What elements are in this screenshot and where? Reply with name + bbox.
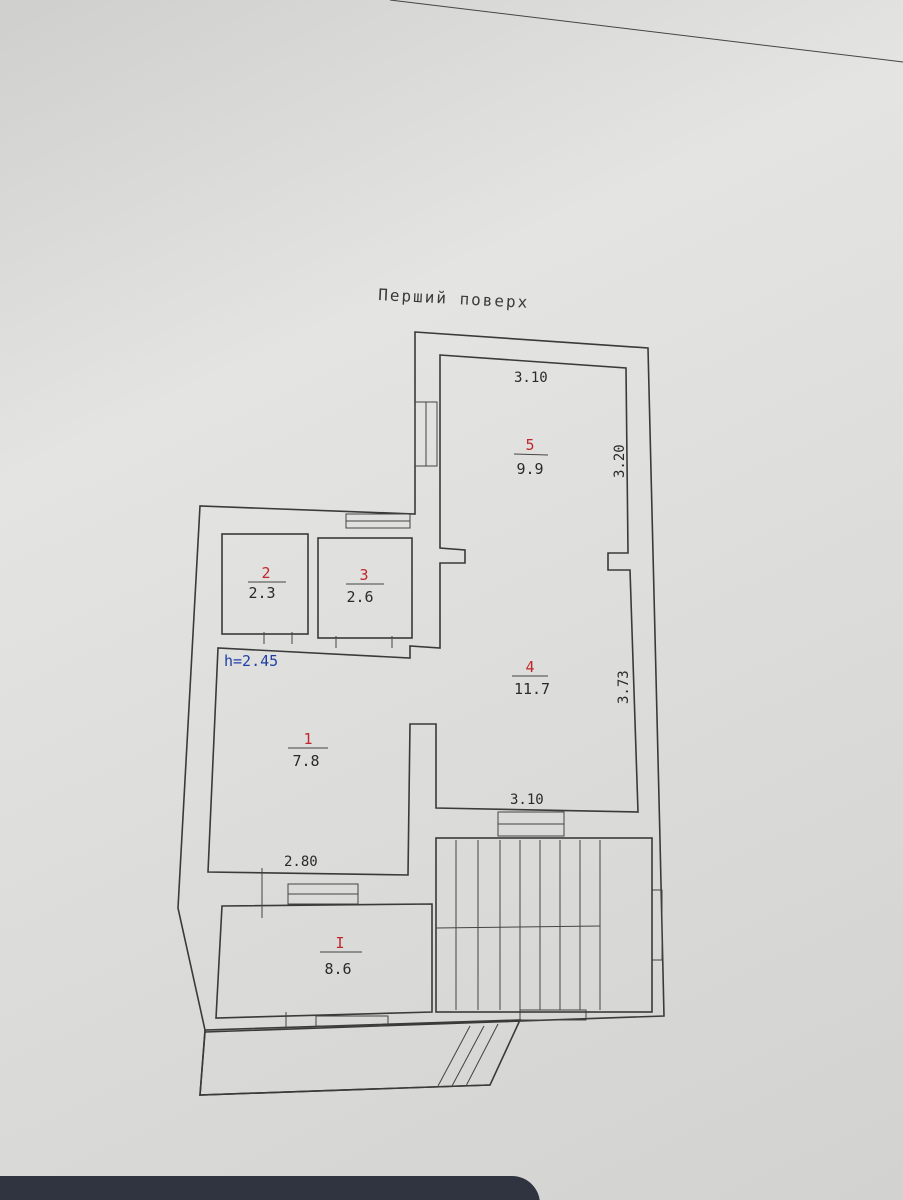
room-5-number: 5 [525,436,534,454]
room-2-area: 2.3 [248,584,275,602]
dim-room4-side: 3.73 [616,670,632,704]
vestibule-area: 8.6 [324,960,351,978]
dim-room4-bottom: 3.10 [510,792,544,808]
stair-steps [435,840,601,1010]
bottom-overlay-bar [0,1176,540,1200]
room-2-walls [221,533,309,635]
ceiling-height-label: h=2.45 [224,652,278,670]
outer-wall [177,331,665,1096]
dim-room5-top: 3.10 [514,370,548,386]
window-bottom-right [519,1009,587,1021]
vestibule-walls [215,903,433,1019]
room-5-4-wall [207,354,639,876]
entrance-ramp [437,1023,499,1087]
room-3-area: 2.6 [346,588,373,606]
window-bottom-left [315,1015,389,1027]
room-2-number: 2 [261,564,270,582]
outer-wall-lower [199,1029,491,1096]
window-right [651,889,663,961]
dim-room1-bottom: 2.80 [284,854,318,870]
paper-edge [389,0,903,63]
vestibule-number: I [335,934,344,952]
plan-title: Перший поверх [378,285,530,312]
room-1-area: 7.8 [292,752,319,770]
staircase [435,837,653,1013]
room-3-walls [317,537,413,639]
room-5-area: 9.9 [516,460,543,478]
room-4-area: 11.7 [514,680,550,698]
dim-room5-side: 3.20 [612,444,628,478]
room-4-number: 4 [525,658,534,676]
room-1-number: 1 [303,730,312,748]
room-3-number: 3 [359,566,368,584]
